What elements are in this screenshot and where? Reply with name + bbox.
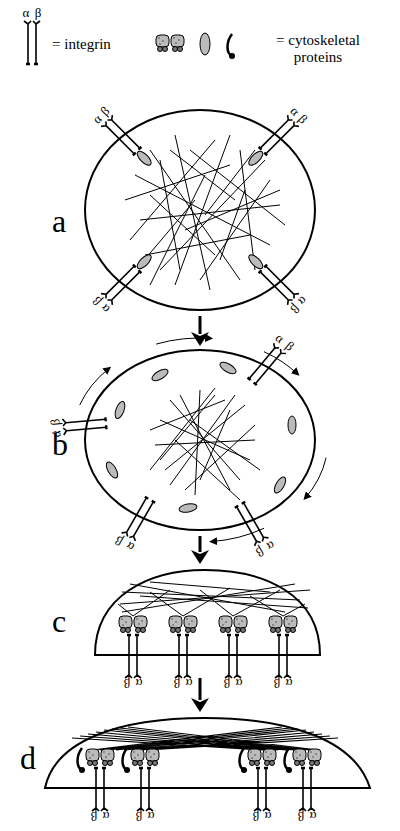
legend-talin-symbol [156, 35, 184, 52]
subunit-label: β [174, 677, 181, 690]
subunit-label: β [48, 418, 62, 426]
subunit-label: α [103, 810, 110, 823]
subunit-label: β [224, 677, 231, 690]
subunit-label: α [136, 677, 143, 690]
subunit-label: β [288, 302, 302, 316]
subunit-label: α [123, 540, 135, 555]
actin-filaments-a [125, 135, 285, 290]
integrin-d [92, 768, 108, 811]
subunit-label: β [35, 6, 42, 19]
subunit-label: α [310, 810, 317, 823]
integrin-c [275, 635, 291, 678]
subunit-label: α [236, 677, 243, 690]
integrin-d [137, 768, 153, 811]
integrin-c [225, 635, 241, 678]
subunit-label: β [113, 534, 125, 549]
integrin-a [101, 115, 156, 170]
subunit-label: β [283, 339, 296, 353]
subunit-label: α [186, 677, 193, 690]
step-arrow [191, 536, 209, 564]
integrin-c [175, 635, 191, 678]
subunit-label: β [253, 810, 260, 823]
integrin-a [244, 115, 299, 170]
stage-letter: c [52, 605, 66, 637]
stress-fiber-bundles [72, 727, 338, 750]
subunit-label: β [136, 810, 143, 823]
free-cytoskeletal-protein [104, 360, 296, 513]
subunit-label: α [296, 294, 310, 308]
integrin-d [299, 768, 315, 811]
subunit-label: α [148, 810, 155, 823]
integrin-b [62, 415, 106, 435]
stage-letter: a [52, 205, 66, 237]
step-arrow [191, 678, 209, 712]
integrin-d [254, 768, 270, 811]
legend-text: = integrin [52, 36, 162, 53]
cell-a [85, 110, 315, 310]
diffusion-arrows [80, 338, 326, 542]
cell-b [85, 350, 315, 530]
integrin-c [125, 635, 141, 678]
integrin-b [233, 501, 268, 546]
integrin-a [244, 250, 299, 305]
legend-integrin-symbol [24, 21, 40, 64]
actin-filaments-c [118, 582, 310, 616]
subunit-label: α [274, 331, 288, 345]
vinculin-hooks [78, 748, 293, 773]
subunit-label: α [265, 810, 272, 823]
integrin-a [101, 250, 156, 305]
subunit-label: α [288, 104, 302, 118]
subunit-label: α [286, 677, 293, 690]
integrin-b [246, 343, 286, 386]
legend-ellipse-symbol [200, 33, 210, 55]
subunit-label: α [23, 6, 30, 19]
subunit-label: β [91, 810, 98, 823]
subunit-label: β [298, 810, 305, 823]
legend-hook-symbol [228, 34, 236, 59]
legend-text: = cytoskeletal proteins [258, 32, 378, 67]
actin-filaments-b [150, 388, 260, 500]
subunit-label: α [49, 430, 63, 438]
talin-c [119, 616, 297, 633]
subunit-label: α [264, 539, 276, 554]
integrin-b [122, 496, 157, 541]
subunit-label: α [90, 112, 104, 126]
subunit-label: β [124, 677, 131, 690]
step-arrow [191, 316, 209, 346]
subunit-label: β [98, 104, 112, 118]
subunit-label: β [274, 677, 281, 690]
subunit-label: α [98, 302, 112, 316]
subunit-label: β [296, 112, 310, 126]
subunit-label: β [254, 545, 266, 560]
stage-letter: d [20, 742, 36, 774]
cell-d [45, 718, 370, 788]
